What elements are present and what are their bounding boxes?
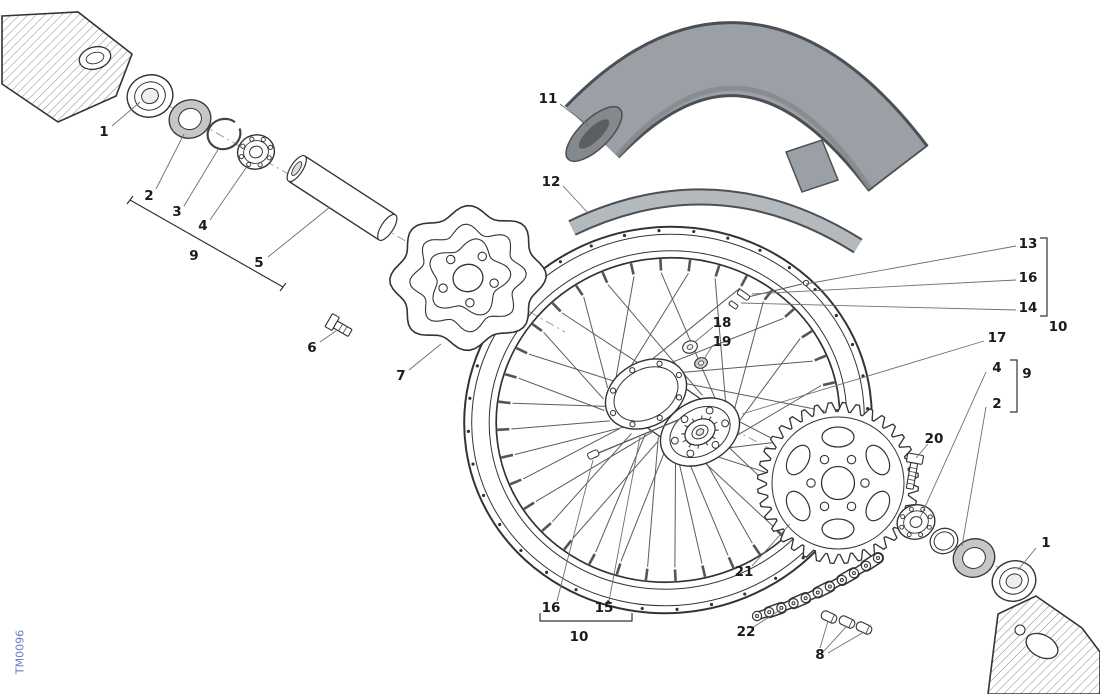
bolt-20	[905, 452, 924, 490]
swingarm-bottom-right	[987, 595, 1100, 694]
seal-2-right	[952, 538, 996, 578]
spacer-8-2	[838, 615, 856, 629]
callout-sprocket-bolt: 20	[925, 431, 944, 447]
callout-bearing-kit-left: 9	[189, 248, 198, 264]
washer-18	[682, 340, 698, 354]
exploded-view-art	[1, 11, 1100, 694]
callout-wheel-asm-bottom: 10	[570, 629, 589, 645]
bolt-6	[324, 313, 353, 337]
nipple-16-upper	[736, 289, 751, 301]
tyre-shape	[564, 21, 929, 193]
callout-bearing-right: 4	[992, 360, 1001, 376]
callout-bearing-left: 1	[99, 124, 108, 140]
callout-nipple-upper: 16	[1019, 270, 1038, 286]
rim-band-shape	[568, 188, 863, 254]
callout-nipple-lower: 16	[542, 600, 561, 616]
callout-axle-spacer: 5	[254, 255, 263, 271]
callout-brake-disc: 7	[396, 368, 405, 384]
callout-bearing-kit-right: 9	[1022, 366, 1031, 382]
callout-seal-left: 2	[144, 188, 153, 204]
bearing-1-left	[126, 74, 174, 118]
callout-seal-right: 2	[992, 396, 1001, 412]
sprocket-21	[756, 401, 920, 565]
callout-washer-19: 19	[713, 334, 732, 350]
callout-bearing-inner-left: 4	[198, 218, 207, 234]
nipple-washer-14	[728, 300, 739, 310]
callout-hub-carrier: 17	[988, 330, 1007, 346]
spacer-8-3	[855, 621, 873, 635]
spacer-ring-right	[929, 527, 959, 555]
spoke-15	[587, 419, 679, 460]
seal-2-left	[168, 99, 212, 139]
swingarm-top-left	[1, 11, 133, 123]
bearing-4-right	[896, 504, 936, 540]
bearing-1-right	[991, 560, 1037, 602]
callout-rim-band: 12	[542, 174, 561, 190]
callout-rim: 13	[1019, 236, 1038, 252]
callout-tyre: 11	[539, 91, 558, 107]
callout-bearing-far-right: 1	[1041, 535, 1050, 551]
rim-nipple-13	[747, 279, 810, 298]
brake-disc	[388, 204, 548, 352]
callout-labels: 1 2 3 4 9 5 6 7 11 12 13 16 14 10 18 19 …	[14, 91, 1068, 675]
circlip-3	[206, 117, 242, 151]
washer-19	[694, 357, 708, 369]
bearing-4-left	[236, 134, 276, 170]
callout-circlip: 3	[172, 204, 181, 220]
callout-wheel-asm-right: 10	[1049, 319, 1068, 335]
callout-disc-bolt: 6	[307, 340, 316, 356]
callout-washer-18: 18	[713, 315, 732, 331]
chain-22	[751, 552, 884, 622]
callout-spoke: 15	[595, 600, 614, 616]
watermark-text: TM0096	[14, 630, 27, 675]
callout-sprocket: 21	[735, 564, 754, 580]
callout-nipple-washer: 14	[1019, 300, 1038, 316]
hub-assembly	[604, 358, 741, 467]
axle-spacer-5	[286, 154, 398, 242]
callout-spacers: 8	[815, 647, 824, 663]
axis-lines	[149, 94, 1016, 577]
spacer-8-1	[820, 610, 838, 624]
leader-lines-and-brackets	[111, 101, 1048, 654]
callout-chain: 22	[737, 624, 756, 640]
